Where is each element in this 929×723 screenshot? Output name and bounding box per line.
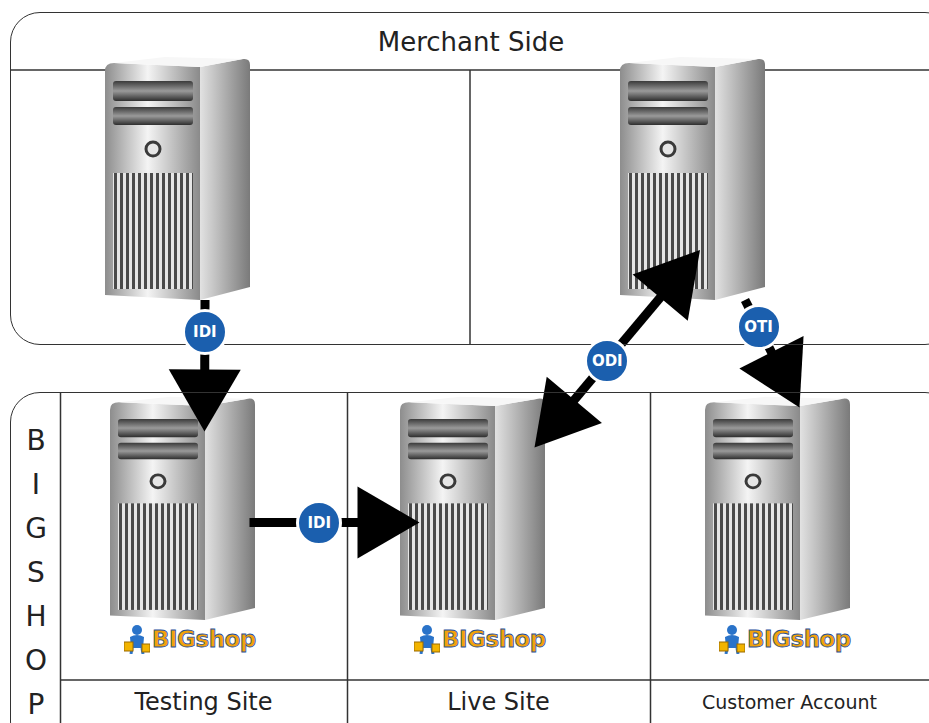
column-divider bbox=[347, 392, 349, 723]
region-title: Merchant Side bbox=[11, 13, 929, 71]
column-divider bbox=[60, 392, 62, 723]
data-flow-arrow bbox=[250, 487, 420, 559]
arrow-head bbox=[358, 487, 420, 559]
region-band: B I G S H O PTesting SiteLive SiteCustom… bbox=[10, 392, 929, 723]
interface-badge: ODI bbox=[584, 338, 630, 384]
site-column: Testing Site bbox=[60, 393, 347, 723]
server-icon bbox=[400, 397, 545, 620]
vertical-heading: B I G S H O P bbox=[19, 419, 53, 723]
logo-text: BIGshop bbox=[442, 626, 546, 652]
column-divider bbox=[650, 392, 652, 723]
logo-icon bbox=[124, 625, 150, 654]
server-icon bbox=[110, 397, 255, 620]
interface-badge: IDI bbox=[182, 309, 228, 355]
logo-text: BIGshop bbox=[747, 626, 851, 652]
site-column: Live Site bbox=[347, 393, 650, 723]
column-divider bbox=[469, 70, 471, 345]
logo-text: BIGshop bbox=[152, 626, 256, 652]
arrow-head bbox=[535, 377, 602, 448]
site-column: Customer Account bbox=[650, 393, 929, 723]
logo-icon bbox=[414, 625, 440, 654]
server-icon bbox=[105, 57, 250, 300]
interface-badge: IDI bbox=[296, 500, 342, 546]
arrow-head bbox=[169, 369, 241, 431]
row-divider bbox=[60, 679, 929, 681]
interface-badge: OTI bbox=[736, 304, 782, 350]
server-icon bbox=[705, 397, 850, 620]
column-label: Customer Account bbox=[650, 681, 929, 723]
logo-icon bbox=[719, 625, 745, 654]
column-label: Live Site bbox=[347, 681, 650, 723]
arrow-head bbox=[633, 250, 700, 321]
column-label: Testing Site bbox=[60, 681, 347, 723]
data-flow-arrow bbox=[535, 250, 701, 448]
data-flow-arrow bbox=[169, 300, 241, 432]
region-band: Merchant Side bbox=[10, 12, 929, 345]
